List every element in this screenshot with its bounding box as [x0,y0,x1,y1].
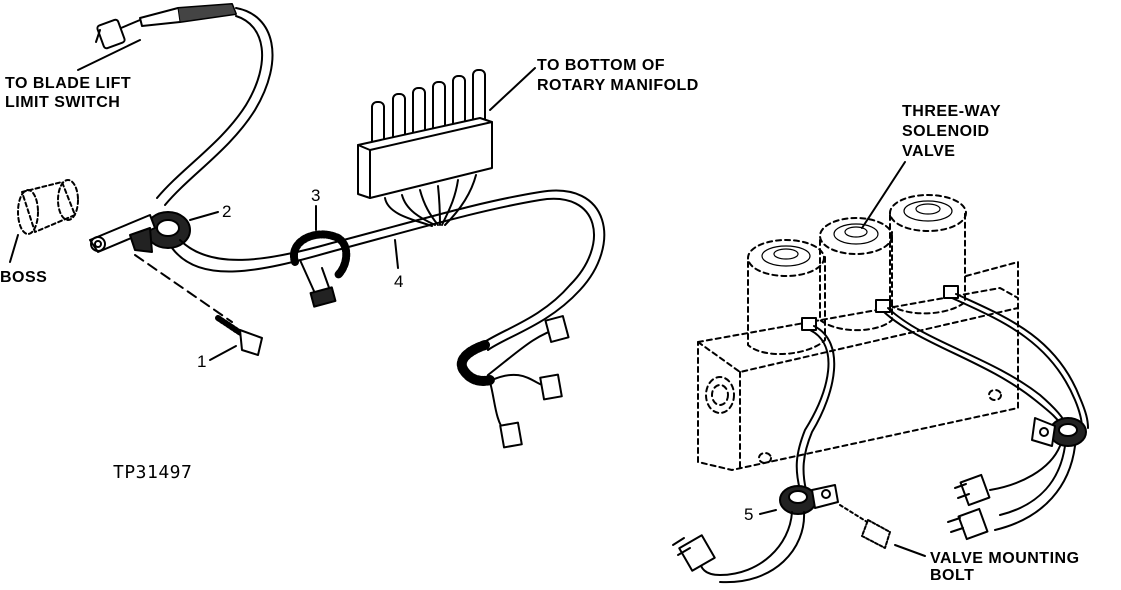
clamp-right [1031,417,1087,447]
label-boss: BOSS [0,269,48,286]
callout-4-leader [394,239,399,269]
valve-mounting-bolt [839,504,926,557]
label-rotary-1: TO BOTTOM OF [537,57,666,74]
label-blade-lift-1: TO BLADE LIFT [5,75,132,92]
clamp-3 [290,205,351,308]
solenoid-wires [795,285,1089,491]
valve-leader [861,161,906,229]
branch-harness [456,315,570,449]
blade-lift-leader [77,39,141,71]
figure-id: TP31497 [113,462,193,483]
blade-lift-harness [156,7,274,206]
callout-2: 2 [222,202,232,221]
clamp-2 [89,211,191,253]
boss [9,179,79,263]
plug-right-upper [954,473,991,507]
solenoid-valve-body [697,194,1019,471]
callout-2-leader [189,211,219,221]
cap-screw-1 [209,315,263,361]
alignment-line [134,254,233,323]
callout-3: 3 [311,186,321,205]
solenoid-coil-tops [761,200,953,267]
label-blade-lift-2: LIMIT SWITCH [5,94,121,111]
label-bolt-2: BOLT [930,567,975,584]
clamp-5 [759,484,839,515]
lower-wires [699,445,1076,584]
callout-1: 1 [197,352,207,371]
label-valve-1: THREE-WAY [902,103,1002,120]
label-bolt-1: VALVE MOUNTING [930,550,1080,567]
plug-right-lower [947,507,989,541]
main-harness-4 [171,189,606,351]
label-valve-2: SOLENOID [902,123,990,140]
label-valve-3: VALVE [902,143,956,160]
blade-lift-connector [95,3,237,50]
callout-5: 5 [744,505,754,524]
callout-4: 4 [394,272,404,291]
plug-bottom-left [672,534,716,572]
label-rotary-2: ROTARY MANIFOLD [537,77,699,94]
rotary-manifold-connector [357,67,536,227]
